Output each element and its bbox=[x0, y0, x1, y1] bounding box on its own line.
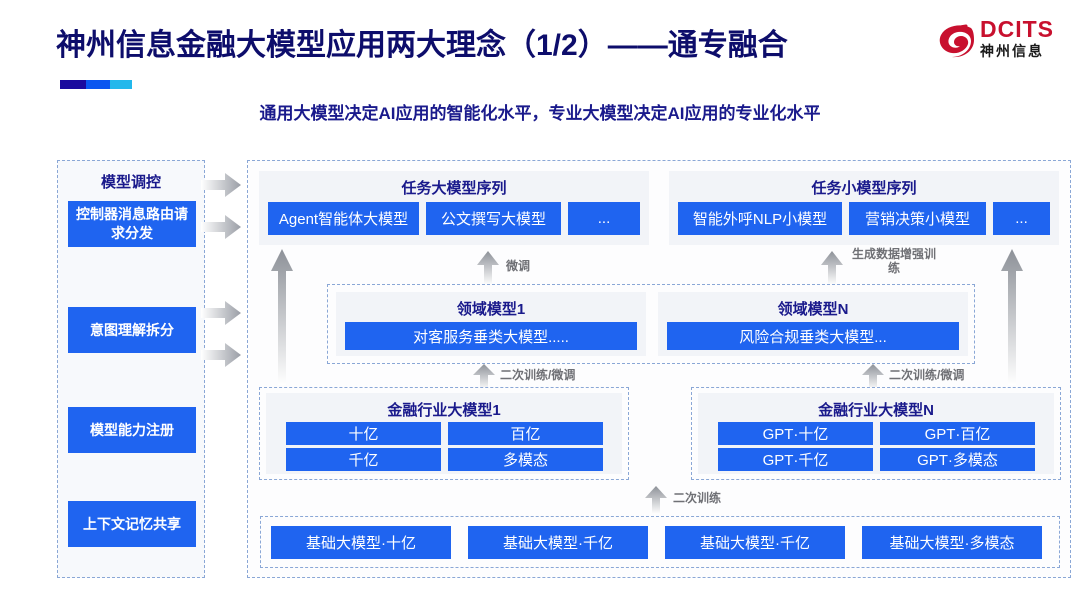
accent-segment-2 bbox=[86, 80, 110, 89]
flow-arrow-up-left-tall bbox=[271, 249, 293, 385]
industry-n-box-1[interactable]: GPT·十亿 bbox=[718, 422, 873, 445]
control-item-router[interactable]: 控制器消息路由请求分发 bbox=[68, 201, 196, 247]
control-panel-title: 模型调控 bbox=[100, 174, 161, 191]
domain-model-n-box[interactable]: 风险合规垂类大模型... bbox=[667, 322, 959, 350]
domain-model-n-title: 领域模型N bbox=[777, 301, 849, 318]
industry-model-n-group: 金融行业大模型N GPT·十亿 GPT·百亿 GPT·千亿 GPT·多模态 bbox=[691, 387, 1061, 480]
base-model-box-4[interactable]: 基础大模型·多模态 bbox=[862, 526, 1042, 559]
task-small-model-title: 任务小模型序列 bbox=[811, 180, 917, 197]
logo-cn-text: 神州信息 bbox=[980, 43, 1044, 59]
page-subtitle: 通用大模型决定AI应用的智能化水平，专业大模型决定AI应用的专业化水平 bbox=[259, 104, 821, 123]
title-accent-bar bbox=[60, 80, 132, 89]
industry-n-box-4[interactable]: GPT·多模态 bbox=[880, 448, 1035, 471]
flow-arrow-up-finetune bbox=[477, 251, 499, 285]
control-item-intent[interactable]: 意图理解拆分 bbox=[68, 307, 196, 353]
industry-model-1-panel: 金融行业大模型1 十亿 百亿 千亿 多模态 bbox=[266, 393, 622, 474]
company-logo: DCITS 神州信息 bbox=[936, 16, 1066, 68]
industry-n-box-3[interactable]: GPT·千亿 bbox=[718, 448, 873, 471]
base-model-box-3[interactable]: 基础大模型·千亿 bbox=[665, 526, 845, 559]
domain-model-group: 领域模型1 对客服务垂类大模型..... 领域模型N 风险合规垂类大模型... bbox=[327, 284, 975, 364]
industry-1-box-2[interactable]: 百亿 bbox=[448, 422, 603, 445]
flow-arrow-right-4 bbox=[201, 343, 241, 367]
task-large-box-agent[interactable]: Agent智能体大模型 bbox=[268, 202, 419, 235]
label-data-augmentation: 生成数据增强训练 bbox=[851, 247, 936, 275]
industry-model-1-title: 金融行业大模型1 bbox=[387, 402, 501, 419]
domain-model-1-panel: 领域模型1 对客服务垂类大模型..... bbox=[336, 292, 646, 356]
control-item-context[interactable]: 上下文记忆共享 bbox=[68, 501, 196, 547]
domain-model-n-panel: 领域模型N 风险合规垂类大模型... bbox=[658, 292, 968, 356]
task-large-box-doc[interactable]: 公文撰写大模型 bbox=[426, 202, 561, 235]
label-retrain-finetune-right: 二次训练/微调 bbox=[889, 368, 965, 382]
flow-arrow-right-3 bbox=[201, 301, 241, 325]
accent-segment-3 bbox=[110, 80, 132, 89]
industry-model-n-title: 金融行业大模型N bbox=[818, 402, 934, 419]
industry-1-box-3[interactable]: 千亿 bbox=[286, 448, 441, 471]
industry-model-1-group: 金融行业大模型1 十亿 百亿 千亿 多模态 bbox=[259, 387, 629, 480]
flow-arrow-up-data-aug bbox=[821, 251, 843, 285]
task-small-box-more[interactable]: ... bbox=[993, 202, 1050, 235]
flow-arrow-up-retrain-center bbox=[645, 486, 667, 514]
dcits-swirl-icon bbox=[939, 24, 974, 58]
flow-arrow-up-retrain-right bbox=[862, 364, 884, 390]
label-retrain: 二次训练 bbox=[673, 491, 722, 505]
page-title: 神州信息金融大模型应用两大理念（1/2）——通专融合 bbox=[56, 29, 788, 62]
task-large-box-more[interactable]: ... bbox=[568, 202, 640, 235]
flow-arrow-right-2 bbox=[201, 215, 241, 239]
task-small-box-nlp[interactable]: 智能外呼NLP小模型 bbox=[678, 202, 842, 235]
flow-arrow-up-right-tall bbox=[1001, 249, 1023, 385]
base-model-box-1[interactable]: 基础大模型·十亿 bbox=[271, 526, 451, 559]
architecture-diagram: 任务大模型序列 Agent智能体大模型 公文撰写大模型 ... 任务小模型序列 … bbox=[247, 160, 1071, 578]
industry-1-box-4[interactable]: 多模态 bbox=[448, 448, 603, 471]
label-finetune: 微调 bbox=[506, 259, 531, 273]
base-model-box-2[interactable]: 基础大模型·千亿 bbox=[468, 526, 648, 559]
label-retrain-finetune-left: 二次训练/微调 bbox=[500, 368, 576, 382]
task-large-model-title: 任务大模型序列 bbox=[401, 180, 507, 197]
control-panel: 模型调控 控制器消息路由请求分发 意图理解拆分 模型能力注册 上下文记忆共享 bbox=[57, 160, 205, 578]
accent-segment-1 bbox=[60, 80, 86, 89]
domain-model-1-box[interactable]: 对客服务垂类大模型..... bbox=[345, 322, 637, 350]
task-large-model-panel: 任务大模型序列 Agent智能体大模型 公文撰写大模型 ... bbox=[259, 171, 649, 245]
industry-1-box-1[interactable]: 十亿 bbox=[286, 422, 441, 445]
control-item-register[interactable]: 模型能力注册 bbox=[68, 407, 196, 453]
industry-model-n-panel: 金融行业大模型N GPT·十亿 GPT·百亿 GPT·千亿 GPT·多模态 bbox=[698, 393, 1054, 474]
flow-arrow-up-retrain-left bbox=[473, 364, 495, 390]
logo-text: DCITS 神州信息 bbox=[980, 18, 1054, 60]
logo-en-text: DCITS bbox=[980, 16, 1054, 42]
industry-n-box-2[interactable]: GPT·百亿 bbox=[880, 422, 1035, 445]
task-small-model-panel: 任务小模型序列 智能外呼NLP小模型 营销决策小模型 ... bbox=[669, 171, 1059, 245]
task-small-box-marketing[interactable]: 营销决策小模型 bbox=[849, 202, 986, 235]
domain-model-1-title: 领域模型1 bbox=[456, 301, 526, 318]
base-model-group: 基础大模型·十亿 基础大模型·千亿 基础大模型·千亿 基础大模型·多模态 bbox=[260, 516, 1060, 568]
flow-arrow-right-1 bbox=[201, 173, 241, 197]
